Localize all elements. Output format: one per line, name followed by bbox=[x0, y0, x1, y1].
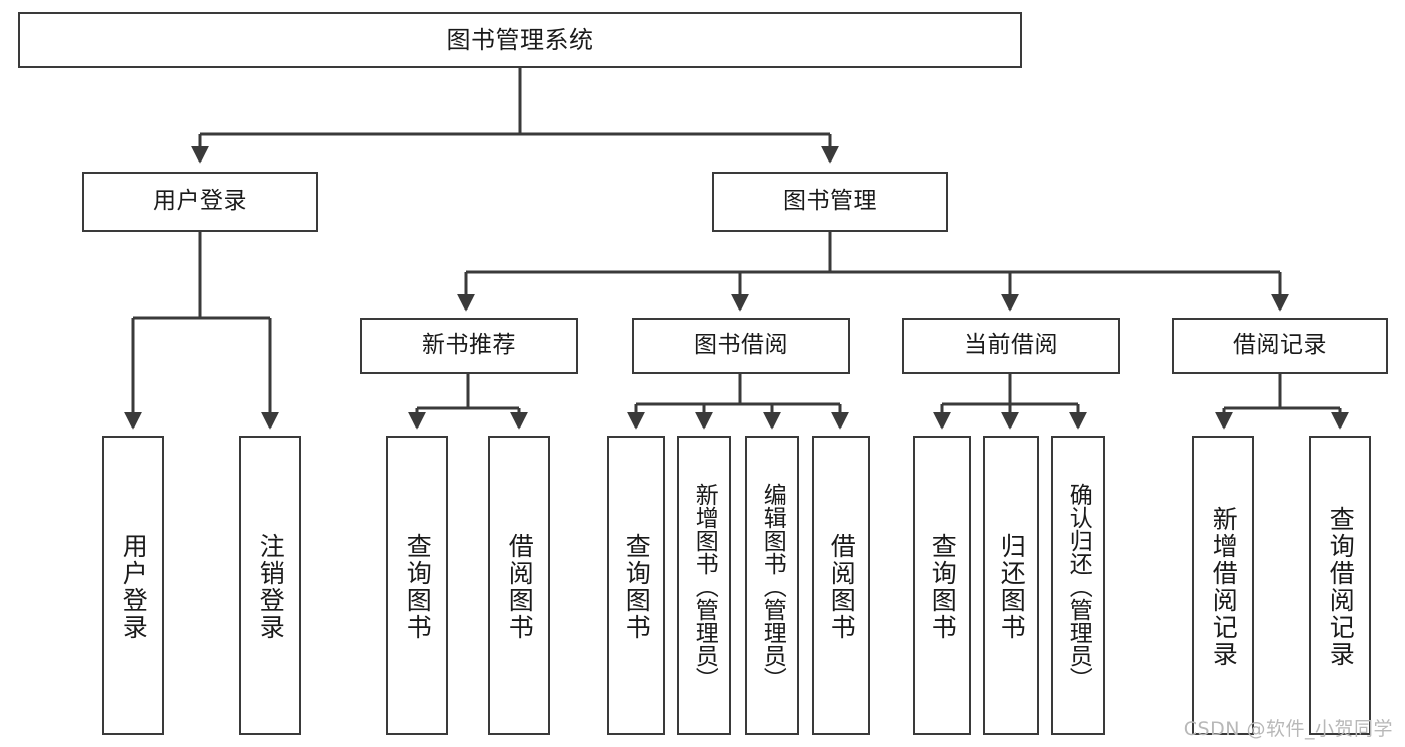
node-leaf-query-book-borrow[interactable]: 查询图书 bbox=[607, 436, 665, 735]
node-book-borrow[interactable]: 图书借阅 bbox=[632, 318, 850, 374]
node-label: 查询借阅记录 bbox=[1326, 505, 1356, 668]
node-label: 借阅记录 bbox=[1233, 332, 1327, 359]
node-leaf-borrow-book-recommend[interactable]: 借阅图书 bbox=[488, 436, 550, 735]
node-label: 借阅图书 bbox=[827, 532, 857, 641]
node-label: 确认归还（管理员） bbox=[1065, 483, 1092, 690]
node-current-borrow[interactable]: 当前借阅 bbox=[902, 318, 1120, 374]
node-label: 新增图书（管理员） bbox=[691, 483, 718, 690]
node-label: 图书管理系统 bbox=[446, 25, 594, 54]
node-root-system[interactable]: 图书管理系统 bbox=[18, 12, 1022, 68]
node-label: 用户登录 bbox=[119, 532, 149, 641]
node-label: 新书推荐 bbox=[422, 332, 516, 359]
node-label: 用户登录 bbox=[153, 188, 247, 215]
node-label: 新增借阅记录 bbox=[1209, 505, 1239, 668]
node-leaf-add-book[interactable]: 新增图书（管理员） bbox=[677, 436, 731, 735]
node-leaf-add-borrow-record[interactable]: 新增借阅记录 bbox=[1192, 436, 1254, 735]
node-new-book-recommend[interactable]: 新书推荐 bbox=[360, 318, 578, 374]
node-label: 当前借阅 bbox=[964, 332, 1058, 359]
node-label: 编辑图书（管理员） bbox=[759, 483, 786, 690]
node-label: 归还图书 bbox=[997, 532, 1027, 641]
node-label: 查询图书 bbox=[928, 532, 958, 641]
node-leaf-query-borrow-record[interactable]: 查询借阅记录 bbox=[1309, 436, 1371, 735]
node-leaf-query-book-recommend[interactable]: 查询图书 bbox=[386, 436, 448, 735]
node-leaf-borrow-book[interactable]: 借阅图书 bbox=[812, 436, 870, 735]
node-label: 借阅图书 bbox=[505, 532, 535, 641]
node-label: 图书管理 bbox=[783, 188, 877, 215]
watermark-text: CSDN @软件_小贺同学 bbox=[1183, 718, 1393, 740]
node-leaf-edit-book[interactable]: 编辑图书（管理员） bbox=[745, 436, 799, 735]
node-user-login[interactable]: 用户登录 bbox=[82, 172, 318, 232]
node-borrow-record[interactable]: 借阅记录 bbox=[1172, 318, 1388, 374]
node-leaf-logout[interactable]: 注销登录 bbox=[239, 436, 301, 735]
node-leaf-query-book-current[interactable]: 查询图书 bbox=[913, 436, 971, 735]
node-leaf-confirm-return[interactable]: 确认归还（管理员） bbox=[1051, 436, 1105, 735]
node-book-management[interactable]: 图书管理 bbox=[712, 172, 948, 232]
node-label: 注销登录 bbox=[256, 532, 286, 641]
node-leaf-return-book[interactable]: 归还图书 bbox=[983, 436, 1039, 735]
node-leaf-user-login[interactable]: 用户登录 bbox=[102, 436, 164, 735]
node-label: 查询图书 bbox=[403, 532, 433, 641]
node-label: 查询图书 bbox=[622, 532, 652, 641]
node-label: 图书借阅 bbox=[694, 332, 788, 359]
